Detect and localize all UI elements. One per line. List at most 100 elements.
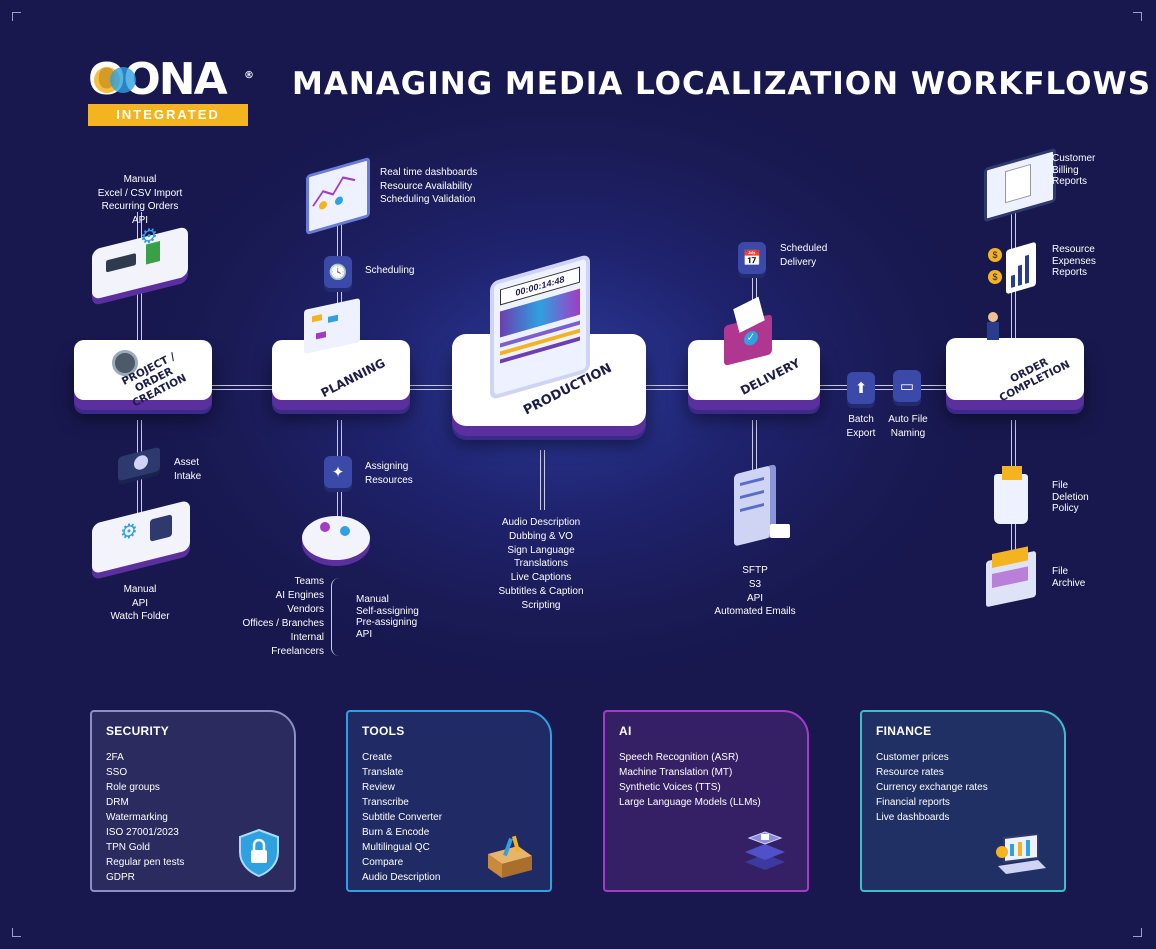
- logo-subtitle: INTEGRATED: [88, 104, 248, 126]
- label-line: Archive: [1052, 577, 1086, 589]
- team-workspace-icon: [302, 516, 370, 560]
- delivery-method: Automated Emails: [714, 606, 796, 618]
- board-note: [316, 331, 326, 340]
- asset-method: API: [131, 597, 149, 609]
- panel-item: Live dashboards: [876, 812, 950, 823]
- delivery-method: S3: [748, 578, 762, 590]
- board-note: [328, 314, 338, 323]
- panel-item: ISO 27001/2023: [106, 827, 179, 838]
- board-note: [312, 314, 322, 323]
- panel-item: Speech Recognition (ASR): [619, 752, 739, 763]
- person-icon: [320, 522, 330, 532]
- person-icon: [340, 526, 350, 536]
- label-line: Policy: [1052, 503, 1079, 514]
- panel-item: Resource rates: [876, 767, 944, 778]
- label-line: Auto File: [888, 414, 928, 425]
- runner-head: [988, 312, 998, 322]
- label-line: Batch: [848, 414, 874, 425]
- assign-modes-list: Manual Self-assigning Pre-assigning API: [356, 594, 419, 640]
- stage-planning: PLANNING: [272, 340, 410, 412]
- resource-type: AI Engines: [275, 590, 324, 601]
- panel-item: DRM: [106, 797, 129, 808]
- intake-methods-list: Manual Excel / CSV Import Recurring Orde…: [90, 173, 190, 227]
- crop-mark: [12, 12, 21, 21]
- connector-line: [410, 385, 452, 390]
- stage-order-completion: ORDER COMPLETION: [946, 338, 1084, 412]
- label-line: Scheduled: [780, 243, 828, 254]
- calendar-icon: 📅: [738, 242, 766, 274]
- production-service: Sign Language: [507, 544, 575, 556]
- billing-label: Customer Billing Reports: [1052, 153, 1095, 188]
- intake-method: API: [131, 214, 149, 226]
- panel-item: Financial reports: [876, 797, 950, 808]
- panel-item: Compare: [362, 857, 404, 868]
- brand-logo: OONA ® INTEGRATED: [88, 58, 254, 126]
- finance-laptop-icon: [996, 834, 1046, 874]
- delivery-method: API: [746, 592, 764, 604]
- assign-mode: Self-assigning: [356, 605, 419, 617]
- connector-line: [752, 420, 757, 470]
- runner-figure-icon: [984, 312, 1002, 352]
- trash-bin-icon: [994, 466, 1028, 524]
- registered-mark: ®: [244, 70, 254, 81]
- page-title: MANAGING MEDIA LOCALIZATION WORKFLOWS: [292, 66, 1152, 102]
- panel-list: Create Translate Review Transcribe Subti…: [362, 750, 536, 885]
- panel-item: 2FA: [106, 752, 124, 763]
- planning-features-list: Real time dashboards Resource Availabili…: [380, 166, 477, 207]
- panel-list: Speech Recognition (ASR) Machine Transla…: [619, 750, 793, 810]
- intake-method: Recurring Orders: [101, 201, 179, 212]
- ai-chip-icon: [745, 831, 785, 870]
- connector-line: [820, 385, 948, 390]
- discarded-file: [1002, 466, 1022, 480]
- server-icon: [734, 465, 770, 547]
- asset-method: Manual: [123, 584, 157, 595]
- asset-methods-list: Manual API Watch Folder: [90, 583, 190, 624]
- production-service: Translations: [513, 558, 569, 570]
- file-archive-icon: [986, 546, 1036, 608]
- production-service: Live Captions: [510, 572, 572, 584]
- dashboard-chart-icon: [312, 176, 356, 210]
- label-line: Assigning: [365, 461, 409, 472]
- panel-item: Regular pen tests: [106, 857, 185, 868]
- assign-mode: Pre-assigning: [356, 617, 418, 628]
- panel-item: Synthetic Voices (TTS): [619, 782, 721, 793]
- archive-folder: [992, 546, 1028, 569]
- email-icon: [770, 524, 790, 538]
- assign-mode: Manual: [356, 594, 389, 605]
- crop-mark: [12, 928, 21, 937]
- folder-icon: [150, 514, 172, 542]
- bar-chart-icon: [1006, 241, 1036, 295]
- delivery-method: SFTP: [742, 565, 768, 576]
- label-line: Deletion: [1052, 491, 1089, 503]
- label-line: Expenses: [1052, 255, 1096, 267]
- connector-line: [210, 385, 272, 390]
- production-service: Dubbing & VO: [509, 530, 573, 542]
- archive-label: File Archive: [1052, 566, 1085, 589]
- logo-wordmark: OONA ®: [88, 58, 254, 102]
- panel-title: SECURITY: [106, 724, 170, 738]
- assign-arrows-icon: ✦: [324, 456, 352, 488]
- dashboard-monitor-icon: [306, 156, 370, 236]
- panel-item: Role groups: [106, 782, 160, 793]
- resource-types-list: Teams AI Engines Vendors Offices / Branc…: [214, 575, 324, 659]
- archive-drawer: [992, 566, 1028, 589]
- document-icon: [733, 296, 765, 333]
- keyboard-icon: [106, 252, 136, 273]
- panel-item: Burn & Encode: [362, 827, 430, 838]
- label-line: File: [1052, 566, 1069, 577]
- panel-item: SSO: [106, 767, 128, 778]
- billing-laptop-icon: [984, 147, 1056, 223]
- planning-feature: Scheduling Validation: [380, 194, 476, 205]
- panel-list: 2FA SSO Role groups DRM Watermarking ISO…: [106, 750, 280, 885]
- label-line: Intake: [174, 470, 202, 482]
- panel-item: Large Language Models (LLMs): [619, 797, 761, 808]
- panel-item: Review: [362, 782, 395, 793]
- invoice-icon: [1005, 163, 1031, 204]
- panel-title: FINANCE: [876, 724, 932, 738]
- stage-project-creation: PROJECT / ORDER CREATION: [74, 340, 212, 412]
- resource-type: Teams: [294, 576, 324, 587]
- planning-feature: Real time dashboards: [380, 167, 478, 178]
- panel-security: SECURITY 2FA SSO Role groups DRM Waterma…: [90, 710, 296, 892]
- asset-method: Watch Folder: [110, 611, 170, 622]
- panel-item: Transcribe: [362, 797, 409, 808]
